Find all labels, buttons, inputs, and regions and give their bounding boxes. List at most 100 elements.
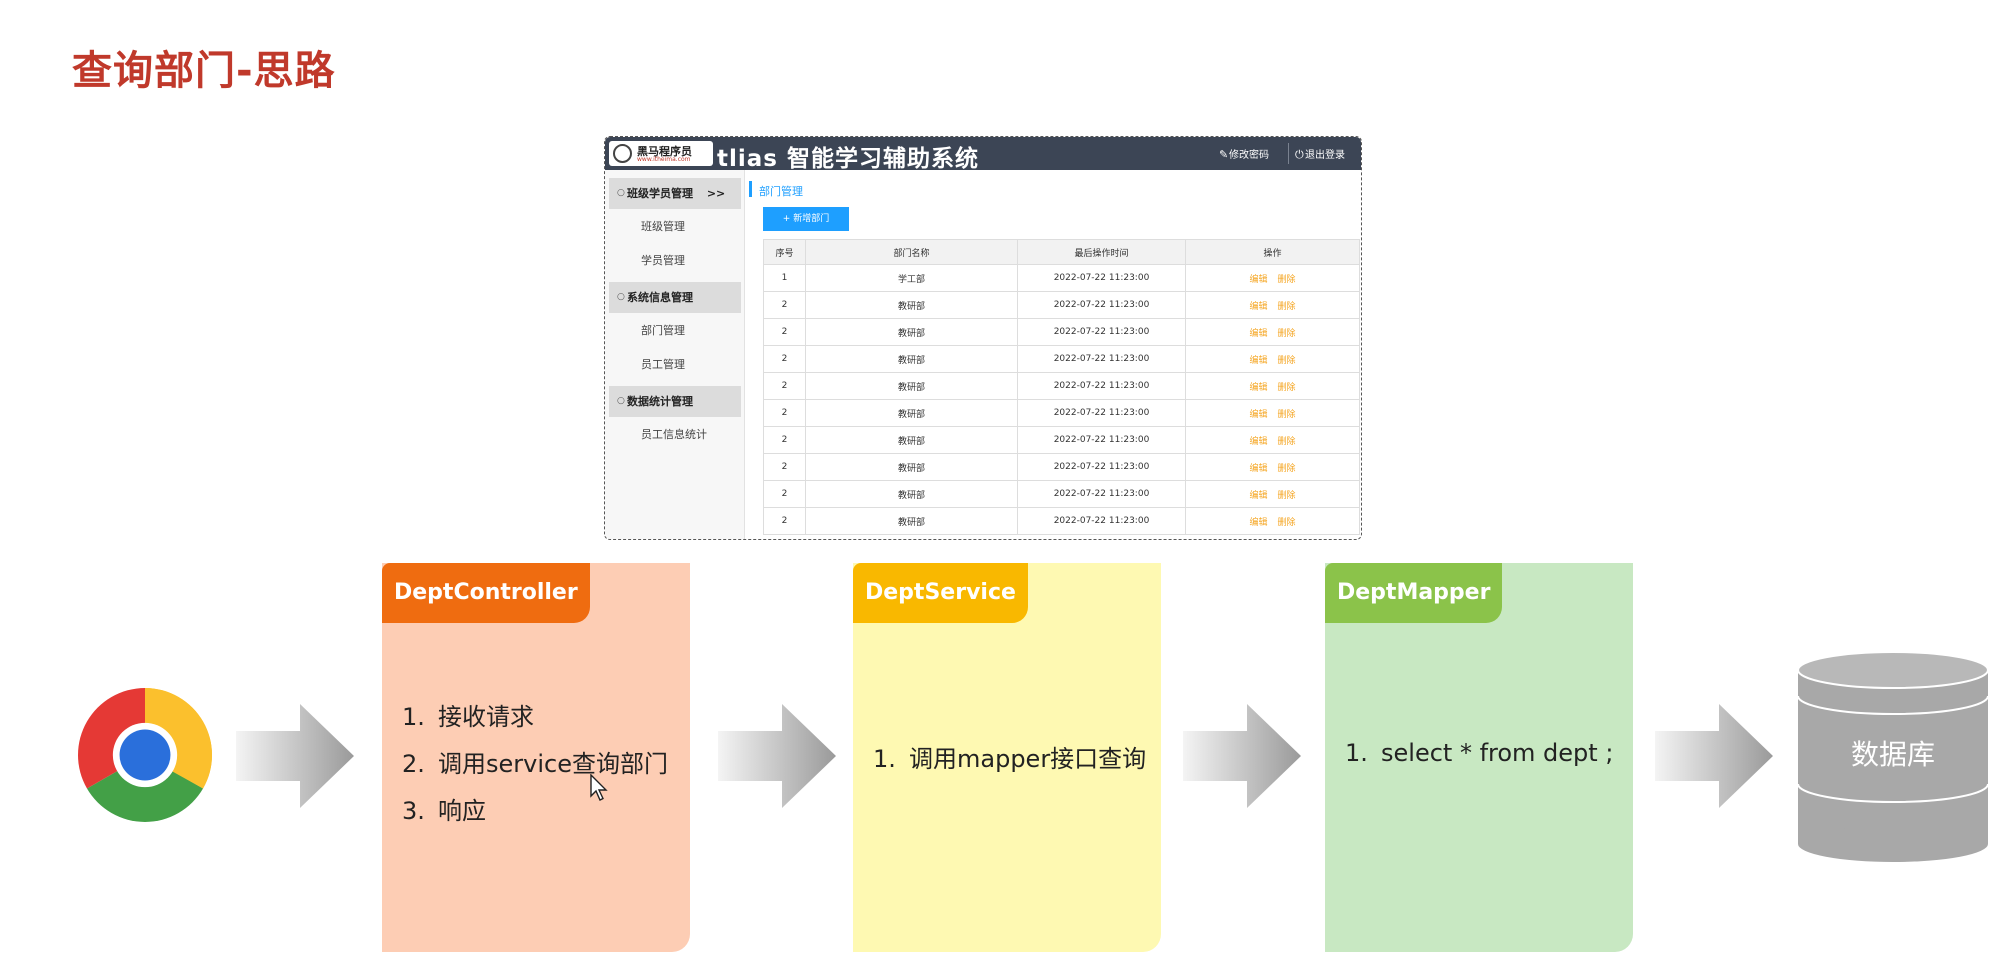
slide-title: 查询部门-思路	[72, 48, 336, 94]
cell-index: 2	[763, 291, 806, 319]
delete-link[interactable]: 删除	[1277, 355, 1296, 366]
edit-link[interactable]: 编辑	[1249, 463, 1268, 474]
mapper-box: DeptMapper 1.select * from dept ;	[1325, 563, 1633, 952]
logout-label: 退出登录	[1305, 150, 1345, 161]
delete-link[interactable]: 删除	[1277, 328, 1296, 339]
sidebar-group-label: 系统信息管理	[627, 291, 693, 304]
cell-ops: 编辑删除	[1185, 426, 1360, 454]
logo-name: 黑马程序员	[637, 145, 692, 158]
cell-index: 2	[763, 507, 806, 535]
cell-time: 2022-07-22 11:23:00	[1017, 264, 1186, 292]
edit-link[interactable]: 编辑	[1249, 355, 1268, 366]
mapper-title: DeptMapper	[1325, 563, 1503, 623]
cell-ops: 编辑删除	[1185, 291, 1360, 319]
right-arrow-icon	[1655, 704, 1773, 808]
cell-name: 教研部	[805, 426, 1018, 454]
cell-name: 教研部	[805, 453, 1018, 481]
circle-bullet-icon: ○	[617, 396, 625, 406]
col-header-name: 部门名称	[805, 239, 1018, 265]
delete-link[interactable]: 删除	[1277, 463, 1296, 474]
controller-step: 3.响应	[402, 797, 486, 825]
cell-ops: 编辑删除	[1185, 264, 1360, 292]
edit-link[interactable]: 编辑	[1249, 274, 1268, 285]
delete-link[interactable]: 删除	[1277, 409, 1296, 420]
service-title: DeptService	[853, 563, 1028, 623]
col-header-time: 最后操作时间	[1017, 239, 1186, 265]
cell-ops: 编辑删除	[1185, 453, 1360, 481]
database-cylinder-icon: 数据库	[1798, 652, 1988, 862]
app-screenshot: 黑马程序员 www.itheima.com tlias 智能学习辅助系统 ✎修改…	[604, 136, 1362, 540]
sidebar-group-class-student[interactable]: ○ 班级学员管理 >>	[609, 178, 741, 209]
mapper-step: 1.select * from dept ;	[1345, 739, 1614, 767]
cell-ops: 编辑删除	[1185, 399, 1360, 427]
logout-button[interactable]: ⏻退出登录	[1295, 146, 1345, 162]
cell-time: 2022-07-22 11:23:00	[1017, 318, 1186, 346]
controller-title: DeptController	[382, 563, 590, 623]
cell-name: 教研部	[805, 291, 1018, 319]
app-header: 黑马程序员 www.itheima.com tlias 智能学习辅助系统 ✎修改…	[605, 137, 1361, 172]
database-label: 数据库	[1851, 738, 1935, 771]
service-step: 1.调用mapper接口查询	[873, 745, 1147, 773]
edit-link[interactable]: 编辑	[1249, 301, 1268, 312]
edit-link[interactable]: 编辑	[1249, 517, 1268, 528]
app-sidebar: ○ 班级学员管理 >> 班级管理 学员管理 ○ 系统信息管理 部门管理 员工管理…	[605, 170, 745, 539]
expand-marker: >>	[706, 187, 726, 200]
cell-index: 2	[763, 399, 806, 427]
col-header-index: 序号	[763, 239, 806, 265]
cell-ops: 编辑删除	[1185, 318, 1360, 346]
sidebar-group-stats[interactable]: ○ 数据统计管理	[609, 386, 741, 417]
delete-link[interactable]: 删除	[1277, 382, 1296, 393]
pencil-icon: ✎	[1219, 148, 1229, 161]
cell-index: 2	[763, 426, 806, 454]
breadcrumb: 部门管理	[759, 185, 803, 198]
cell-ops: 编辑删除	[1185, 507, 1360, 535]
delete-link[interactable]: 删除	[1277, 436, 1296, 447]
cell-time: 2022-07-22 11:23:00	[1017, 453, 1186, 481]
header-separator	[1288, 143, 1289, 164]
right-arrow-icon	[718, 704, 836, 808]
cell-time: 2022-07-22 11:23:00	[1017, 399, 1186, 427]
sidebar-item-student[interactable]: 学员管理	[641, 254, 685, 267]
edit-link[interactable]: 编辑	[1249, 436, 1268, 447]
edit-link[interactable]: 编辑	[1249, 382, 1268, 393]
right-arrow-icon	[236, 704, 354, 808]
sidebar-item-emp-stats[interactable]: 员工信息统计	[641, 428, 707, 441]
cell-index: 1	[763, 264, 806, 292]
sidebar-group-system[interactable]: ○ 系统信息管理	[609, 282, 741, 313]
cell-name: 教研部	[805, 318, 1018, 346]
add-dept-button[interactable]: + 新增部门	[763, 207, 849, 231]
right-arrow-icon	[1183, 704, 1301, 808]
col-header-ops: 操作	[1185, 239, 1360, 265]
edit-link[interactable]: 编辑	[1249, 409, 1268, 420]
sidebar-item-emp[interactable]: 员工管理	[641, 358, 685, 371]
mouse-cursor-icon	[590, 774, 608, 801]
sidebar-item-dept[interactable]: 部门管理	[641, 324, 685, 337]
circle-bullet-icon: ○	[617, 292, 625, 302]
delete-link[interactable]: 删除	[1277, 490, 1296, 501]
change-password-button[interactable]: ✎修改密码	[1219, 146, 1269, 161]
logo-url: www.itheima.com	[637, 156, 691, 163]
edit-link[interactable]: 编辑	[1249, 328, 1268, 339]
cell-ops: 编辑删除	[1185, 480, 1360, 508]
sidebar-item-class[interactable]: 班级管理	[641, 220, 685, 233]
breadcrumb-marker	[749, 181, 752, 197]
delete-link[interactable]: 删除	[1277, 517, 1296, 528]
sidebar-group-label: 班级学员管理	[627, 187, 693, 200]
delete-link[interactable]: 删除	[1277, 301, 1296, 312]
circle-bullet-icon: ○	[617, 188, 625, 198]
cell-name: 教研部	[805, 399, 1018, 427]
sidebar-group-label: 数据统计管理	[627, 395, 693, 408]
edit-link[interactable]: 编辑	[1249, 490, 1268, 501]
delete-link[interactable]: 删除	[1277, 274, 1296, 285]
cell-name: 教研部	[805, 507, 1018, 535]
table-header-row: 序号 部门名称 最后操作时间 操作	[763, 239, 1360, 265]
controller-step: 2.调用service查询部门	[402, 750, 668, 778]
change-password-label: 修改密码	[1229, 150, 1269, 161]
